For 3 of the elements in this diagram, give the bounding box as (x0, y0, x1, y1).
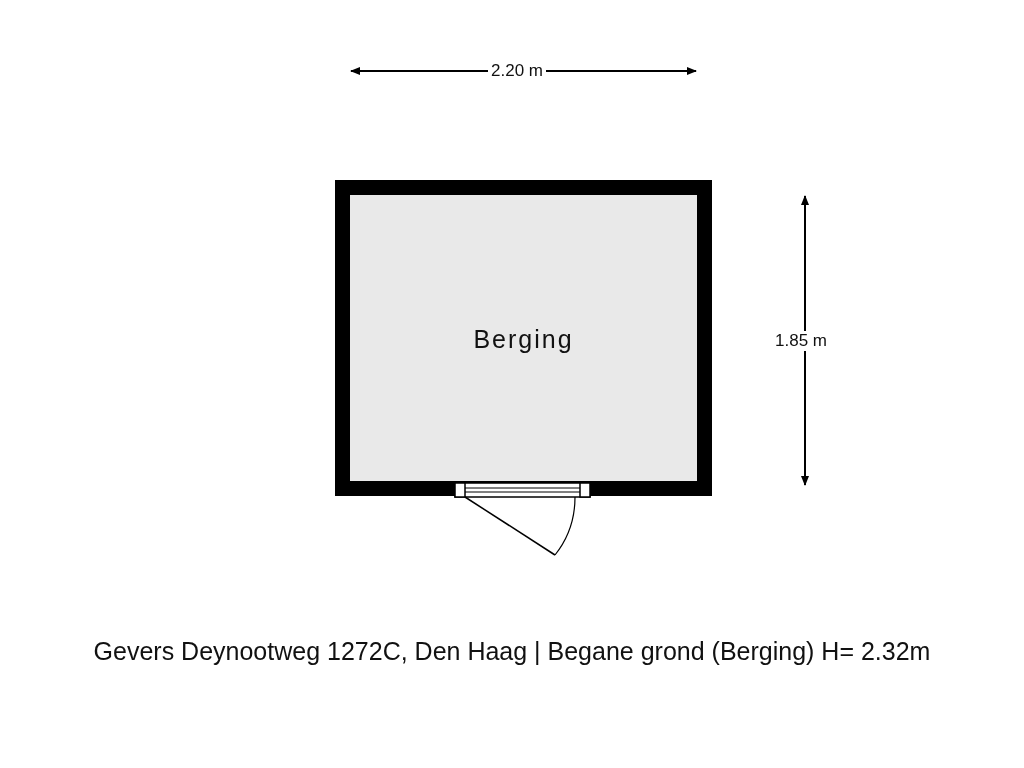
room-outline (335, 180, 712, 496)
room-label: Berging (472, 325, 575, 354)
caption: Gevers Deynootweg 1272C, Den Haag | Begane grond (Berging) H= 2.32m (92, 637, 932, 666)
